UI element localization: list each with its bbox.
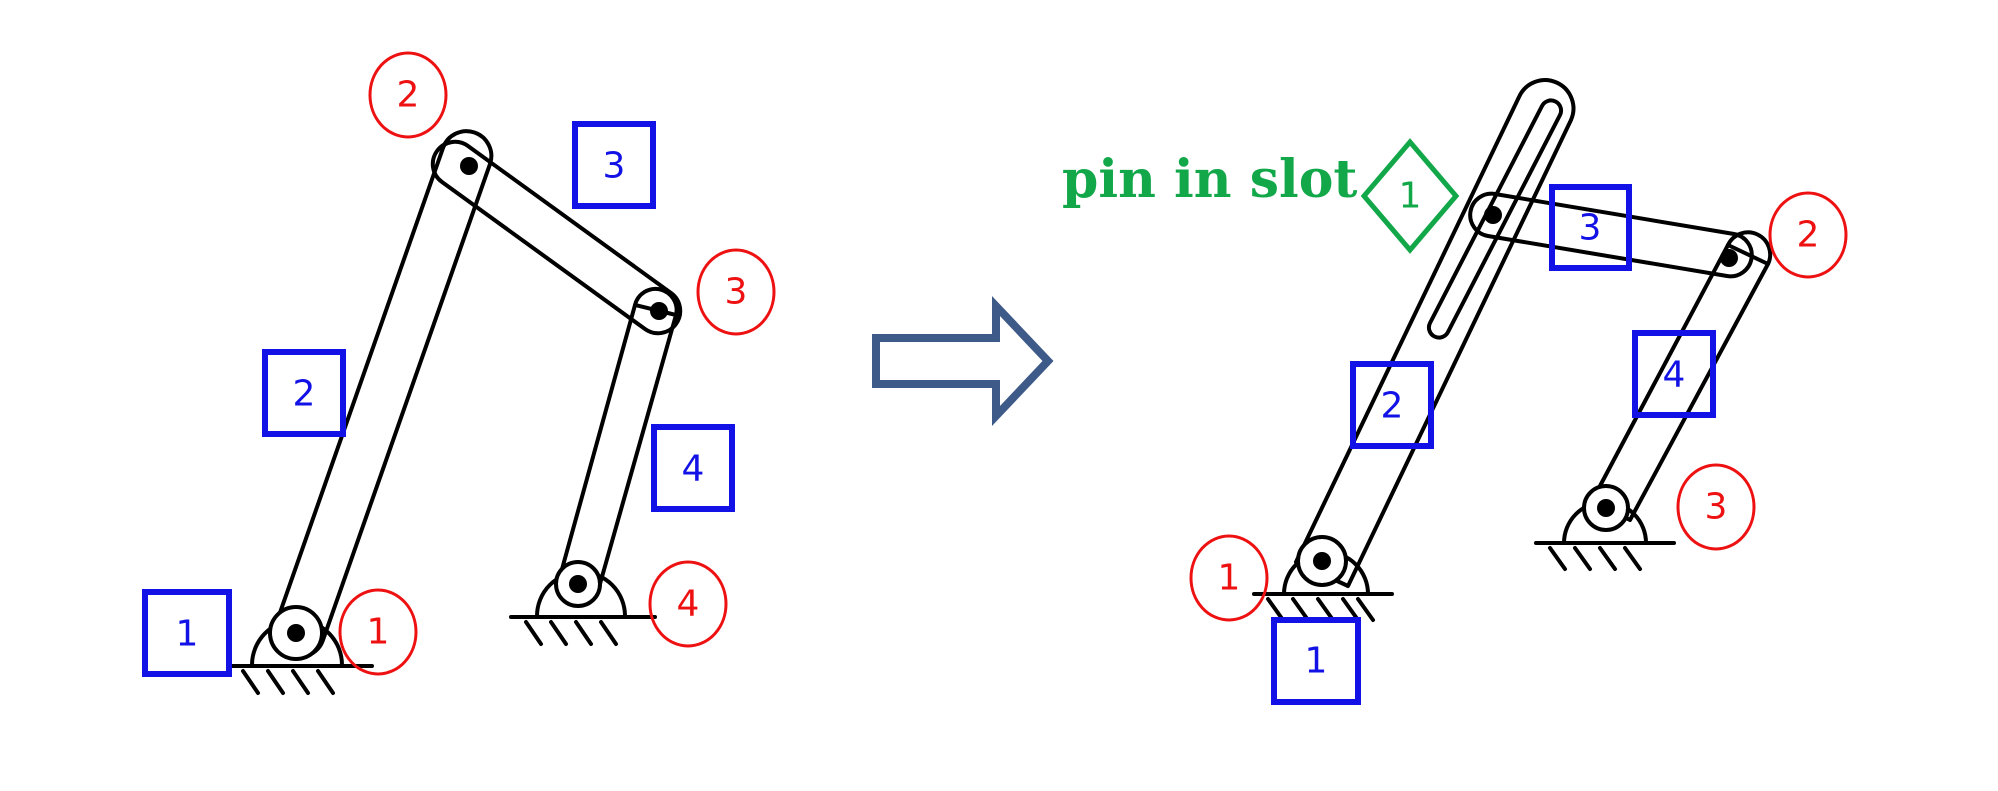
svg-text:3: 3 [603,146,626,187]
transform-arrow [872,295,1054,427]
left-mechanism: 2 3 1 4 3 2 4 1 [142,51,776,695]
svg-text:1: 1 [1218,558,1241,599]
left-link-4-bar [557,303,678,593]
left-pin-a [268,605,324,661]
right-link-label-3: 3 [1549,184,1632,271]
right-slot [1426,98,1564,340]
right-slot-joint-label: 1 [1360,138,1460,254]
svg-text:2: 2 [293,374,316,415]
right-pin-ground-1 [1296,535,1348,587]
left-pin-b [460,157,478,175]
svg-text:1: 1 [176,614,199,655]
right-link-label-4: 4 [1632,330,1716,418]
svg-text:4: 4 [1663,355,1686,396]
left-link-3-bar [430,139,683,336]
left-joint-label-3: 3 [696,248,776,336]
right-ground-3-hatch [1548,546,1642,571]
svg-text:3: 3 [1705,487,1728,528]
left-link-4-end-cap [633,286,679,317]
svg-text:1: 1 [1305,641,1328,682]
right-joint-label-3: 3 [1676,463,1756,551]
right-joint-label-2: 2 [1768,191,1848,279]
svg-text:4: 4 [682,449,705,490]
svg-text:3: 3 [725,272,748,313]
right-link-label-1: 1 [1271,617,1361,705]
left-link-label-2: 2 [262,349,346,437]
right-mechanism: pin in slot 1 2 3 1 3 4 2 [1062,78,1848,705]
right-ground-1-hatch [1266,597,1375,622]
left-link-label-4: 4 [651,424,735,512]
right-pin-coupler [1720,249,1738,267]
left-link-label-3: 3 [572,121,656,209]
right-pin-ground-3 [1582,484,1630,532]
left-joint-label-4: 4 [648,560,728,648]
pin-in-slot-label: pin in slot [1062,149,1357,210]
svg-text:4: 4 [677,584,700,625]
left-pin-d [554,560,602,608]
left-ground-1-hatch [241,669,335,695]
svg-text:2: 2 [397,75,420,116]
left-ground-4-hatch [524,620,618,646]
right-link-label-2: 2 [1350,361,1434,449]
left-joint-label-1: 1 [338,588,418,676]
svg-text:3: 3 [1579,208,1602,249]
svg-text:1: 1 [1399,176,1422,217]
right-pin-slot [1484,206,1502,224]
right-link-2-bar [1294,78,1576,588]
svg-text:2: 2 [1381,386,1404,427]
right-link-4-end-cap [1726,230,1773,266]
right-link-3-bar [1468,191,1754,279]
svg-text:2: 2 [1797,215,1820,256]
svg-text:1: 1 [367,612,390,653]
left-pin-c [650,302,668,320]
left-joint-label-2: 2 [368,51,448,139]
left-link-label-1: 1 [142,589,232,677]
right-joint-label-1: 1 [1189,534,1269,622]
